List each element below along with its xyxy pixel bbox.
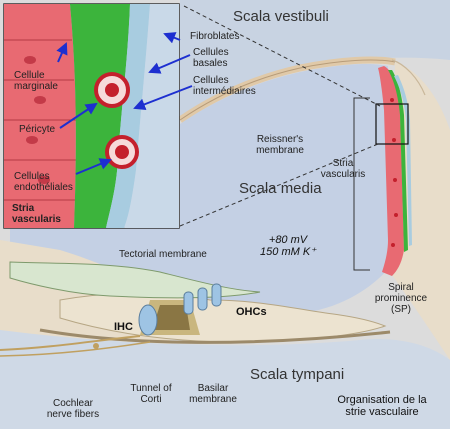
basilar-line1: Basilar <box>197 383 229 394</box>
label-tunnel-of-corti: Tunnel of Corti <box>123 383 179 405</box>
reissner-line2: membrane <box>256 145 304 156</box>
basilar-line2: membrane <box>189 394 237 405</box>
cochlear-line1: Cochlear <box>52 398 94 409</box>
potassium-value: 150 mM K⁺ <box>260 246 316 259</box>
scala-vestibuli-region <box>180 0 450 120</box>
label-scala-media: Scala media <box>239 180 322 197</box>
endotheliales-line2: endothéliales <box>14 182 73 193</box>
reissner-line1: Reissner's <box>256 134 304 145</box>
inset-stria-line1: Stria <box>12 203 35 214</box>
inset-label-fibroblastes: Fibroblates <box>190 31 240 42</box>
zoom-line-top <box>183 5 381 107</box>
stria-strip-intermediate <box>388 70 408 252</box>
stria-strip-marginal <box>378 66 404 276</box>
outer-hair-cells <box>183 283 222 315</box>
intermediaires-line2: intermédiaires <box>193 86 256 97</box>
inset-arrows <box>56 32 193 175</box>
nerve-fibers <box>0 335 141 351</box>
caption-line1: Organisation de la <box>337 394 427 406</box>
label-scala-vestibuli: Scala vestibuli <box>233 8 329 25</box>
label-stria-vascularis: Stria vascularis <box>318 158 368 180</box>
spiral-line1: Spiral <box>388 282 414 293</box>
inset-label-intermediaires: Cellules intermédiaires <box>193 75 256 97</box>
inset-stria-line2: vascularis <box>12 214 61 225</box>
endocochlear-potential: +80 mV 150 mM K⁺ <box>248 234 328 258</box>
tectorial-membrane <box>9 261 261 299</box>
inset-intermediate-cells <box>70 4 130 228</box>
inset-basal-cells <box>106 4 150 228</box>
marginale-line1: Cellule <box>14 70 45 81</box>
spiral-line2: prominence <box>374 293 428 304</box>
zoom-box <box>375 103 409 145</box>
label-cochlear-nerve-fibers: Cochlear nerve fibers <box>40 398 106 420</box>
stria-line2: vascularis <box>320 169 366 180</box>
tunnel-of-corti <box>152 305 190 330</box>
label-scala-tympani: Scala tympani <box>250 366 345 383</box>
caption-line2: strie vasculaire <box>345 406 419 419</box>
marginale-line2: marginale <box>14 81 58 92</box>
label-basilar-membrane: Basilar membrane <box>184 383 242 405</box>
inner-hair-cell <box>138 304 158 336</box>
voltage-value: +80 mV <box>268 234 308 246</box>
label-ohcs: OHCs <box>236 306 267 318</box>
stria-vascularis-inset <box>3 3 193 229</box>
scala-media-region <box>10 64 392 316</box>
basales-line2: basales <box>193 58 228 69</box>
stria-line1: Stria <box>332 158 354 169</box>
intermediaires-line1: Cellules <box>193 75 229 86</box>
cochlear-line2: nerve fibers <box>46 409 100 420</box>
inset-label-endotheliales: Cellules endothéliales <box>14 171 73 193</box>
zoom-line-bottom <box>179 143 379 227</box>
inset-label-basales: Cellules basales <box>193 47 229 69</box>
spiral-line3: (SP) <box>391 304 411 315</box>
basilar-membrane <box>39 328 391 344</box>
inset-label-pericyte: Péricyte <box>19 124 56 135</box>
stria-vessels <box>390 98 398 247</box>
endotheliales-line1: Cellules <box>14 171 50 182</box>
tunnel-line1: Tunnel of <box>130 383 172 394</box>
basales-line1: Cellules <box>193 47 229 58</box>
tunnel-line2: Corti <box>140 394 162 405</box>
inset-label-marginale: Cellule marginale <box>14 70 58 92</box>
figure-caption: Organisation de la strie vasculaire <box>318 394 446 418</box>
inset-label-stria-vascularis: Stria vascularis <box>12 203 61 225</box>
label-spiral-prominence: Spiral prominence (SP) <box>366 282 436 315</box>
stria-bracket <box>353 97 370 271</box>
inset-marginal-cells <box>4 4 76 228</box>
scala-tympani-region <box>0 330 450 429</box>
label-reissner-membrane: Reissner's membrane <box>250 134 310 156</box>
label-tectorial-membrane: Tectorial membrane <box>119 249 207 260</box>
inset-nuclei <box>24 56 50 184</box>
inset-fibroblasts <box>124 4 179 228</box>
label-ihc: IHC <box>114 321 133 333</box>
